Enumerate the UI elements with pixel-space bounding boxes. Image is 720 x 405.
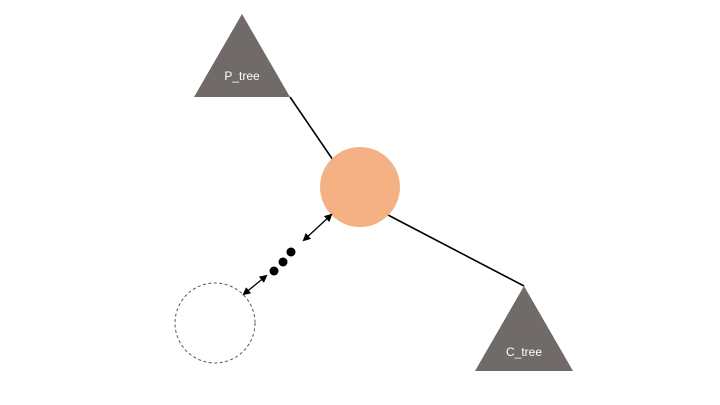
c-tree-triangle: C_tree (475, 286, 573, 371)
c-tree-shape (475, 286, 573, 371)
ellipsis-dot (278, 257, 288, 267)
center-node (320, 147, 400, 227)
dashed-placeholder-node (174, 282, 256, 364)
edge-p-tree-to-node (289, 96, 334, 161)
p-tree-label: P_tree (224, 69, 260, 83)
p-tree-shape (194, 14, 290, 97)
double-arrow-upper (302, 213, 333, 242)
p-tree-triangle: P_tree (194, 14, 290, 97)
double-arrow-lower (242, 274, 268, 296)
edge-node-to-c-tree (387, 214, 525, 287)
ellipsis-dot (269, 266, 279, 276)
ellipsis-dot (286, 247, 296, 257)
ellipsis-dots (269, 247, 296, 276)
c-tree-label: C_tree (506, 345, 542, 359)
